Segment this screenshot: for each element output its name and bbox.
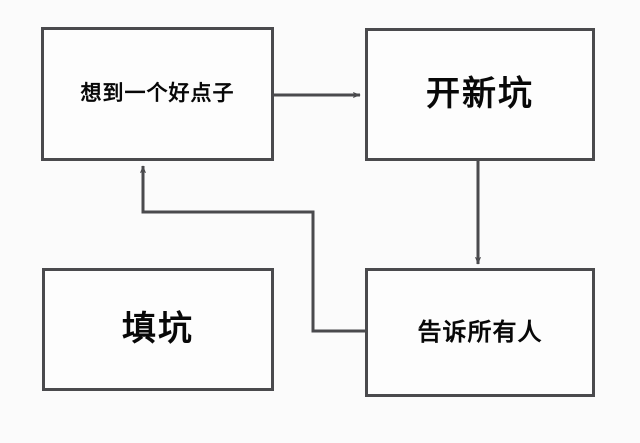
node-tell-everyone[interactable]: 告诉所有人 — [365, 268, 595, 397]
edge-tell-to-idea — [139, 165, 365, 333]
node-new-pit[interactable]: 开新坑 — [365, 28, 595, 161]
node-idea[interactable]: 想到一个好点子 — [41, 27, 274, 161]
node-idea-label: 想到一个好点子 — [80, 81, 235, 106]
node-tell-everyone-label: 告诉所有人 — [417, 318, 543, 347]
node-fill-pit[interactable]: 填坑 — [42, 268, 274, 391]
node-new-pit-label: 开新坑 — [426, 73, 534, 114]
node-fill-pit-label: 填坑 — [122, 308, 194, 349]
